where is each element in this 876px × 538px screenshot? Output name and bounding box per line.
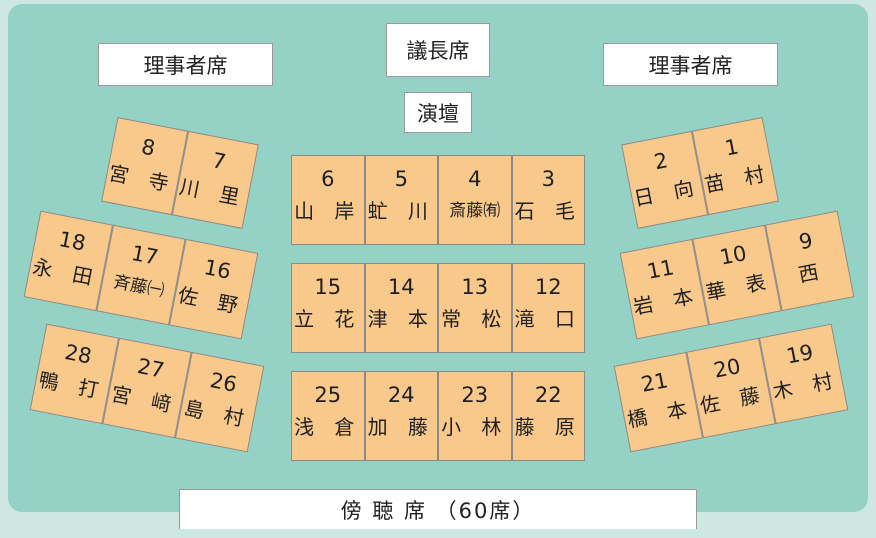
center-row-3: 25 浅 倉 24 加 藤 23 小 林 22 藤 原 [291, 371, 585, 461]
seat-15[interactable]: 15 立 花 [291, 263, 365, 353]
seat-4[interactable]: 4 斎藤㈲ [438, 155, 512, 245]
seat-name: 佐 藤 [697, 381, 769, 418]
director-seats-right: 理事者席 [603, 43, 778, 86]
seat-24[interactable]: 24 加 藤 [364, 371, 438, 461]
seat-name: 苗 村 [702, 160, 774, 198]
seat-number: 28 [62, 339, 94, 369]
seat-name: 宮 﨑 [109, 381, 181, 418]
seat-23[interactable]: 23 小 林 [438, 371, 512, 461]
seat-3[interactable]: 3 石 毛 [511, 155, 585, 245]
seat-number: 26 [208, 368, 239, 397]
seat-name: 常 松 [441, 307, 509, 331]
seat-name: 島 村 [181, 395, 253, 433]
seat-name: 川 里 [177, 174, 249, 211]
seat-name: 虻 川 [367, 199, 435, 223]
chair-seat: 議長席 [386, 23, 490, 77]
seat-name: 佐 野 [175, 282, 247, 320]
seat-name: 華 表 [703, 268, 775, 305]
seat-number: 22 [534, 383, 562, 407]
seat-number: 21 [639, 368, 670, 397]
seat-number: 12 [534, 275, 562, 299]
seat-number: 23 [461, 383, 489, 407]
seat-name: 藤 原 [514, 415, 582, 439]
seat-6[interactable]: 6 山 岸 [291, 155, 365, 245]
seat-5[interactable]: 5 虻 川 [364, 155, 438, 245]
seat-name: 日 向 [631, 174, 703, 211]
seat-12[interactable]: 12 滝 口 [511, 263, 585, 353]
seat-name: 立 花 [294, 307, 362, 331]
seat-number: 27 [135, 354, 167, 383]
seat-number: 5 [394, 167, 408, 191]
seat-number: 17 [129, 241, 161, 270]
seat-number: 9 [796, 228, 815, 255]
seat-name: 津 本 [367, 307, 435, 331]
seat-number: 14 [387, 275, 415, 299]
seat-number: 4 [468, 167, 482, 191]
seat-number: 11 [645, 255, 676, 284]
seat-number: 3 [541, 167, 555, 191]
seat-22[interactable]: 22 藤 原 [511, 371, 585, 461]
seat-number: 25 [314, 383, 342, 407]
seat-number: 6 [321, 167, 335, 191]
seat-name: 木 村 [770, 367, 842, 404]
seat-number: 8 [139, 134, 158, 161]
director-seats-left: 理事者席 [98, 43, 273, 86]
seat-number: 2 [652, 148, 670, 175]
center-row-1: 6 山 岸 5 虻 川 4 斎藤㈲ 3 石 毛 [291, 155, 585, 245]
seat-number: 16 [202, 255, 233, 284]
seat-name: 斎藤㈲ [449, 201, 501, 221]
gallery-seats: 傍 聴 席 （60席） [179, 489, 697, 529]
seat-number: 7 [210, 148, 228, 175]
seat-13[interactable]: 13 常 松 [438, 263, 512, 353]
seat-name: 鴨 打 [36, 367, 108, 404]
seat-number: 24 [387, 383, 415, 407]
seat-name: 宮 寺 [106, 160, 178, 198]
seat-name: 山 岸 [294, 199, 362, 223]
seat-number: 19 [784, 339, 816, 369]
seat-name: 岩 本 [631, 282, 702, 320]
seat-name: 加 藤 [367, 415, 435, 439]
center-row-2: 15 立 花 14 津 本 13 常 松 12 滝 口 [291, 263, 585, 353]
seat-name: 永 田 [30, 254, 102, 291]
seat-number: 1 [722, 134, 741, 161]
seat-name: 小 林 [441, 415, 509, 439]
seat-name: 橋 本 [625, 395, 696, 433]
seat-number: 18 [56, 226, 88, 256]
seat-name: 西 [796, 258, 828, 288]
seat-name: 浅 倉 [294, 415, 362, 439]
seat-name: 石 毛 [514, 199, 582, 223]
seat-14[interactable]: 14 津 本 [364, 263, 438, 353]
seat-number: 10 [717, 241, 749, 270]
seat-name: 滝 口 [514, 307, 582, 331]
seat-number: 20 [711, 354, 743, 383]
seat-number: 15 [314, 275, 342, 299]
seat-number: 13 [461, 275, 489, 299]
seat-name: 斉藤㈠ [111, 272, 166, 302]
podium: 演壇 [404, 92, 472, 133]
seat-25[interactable]: 25 浅 倉 [291, 371, 365, 461]
